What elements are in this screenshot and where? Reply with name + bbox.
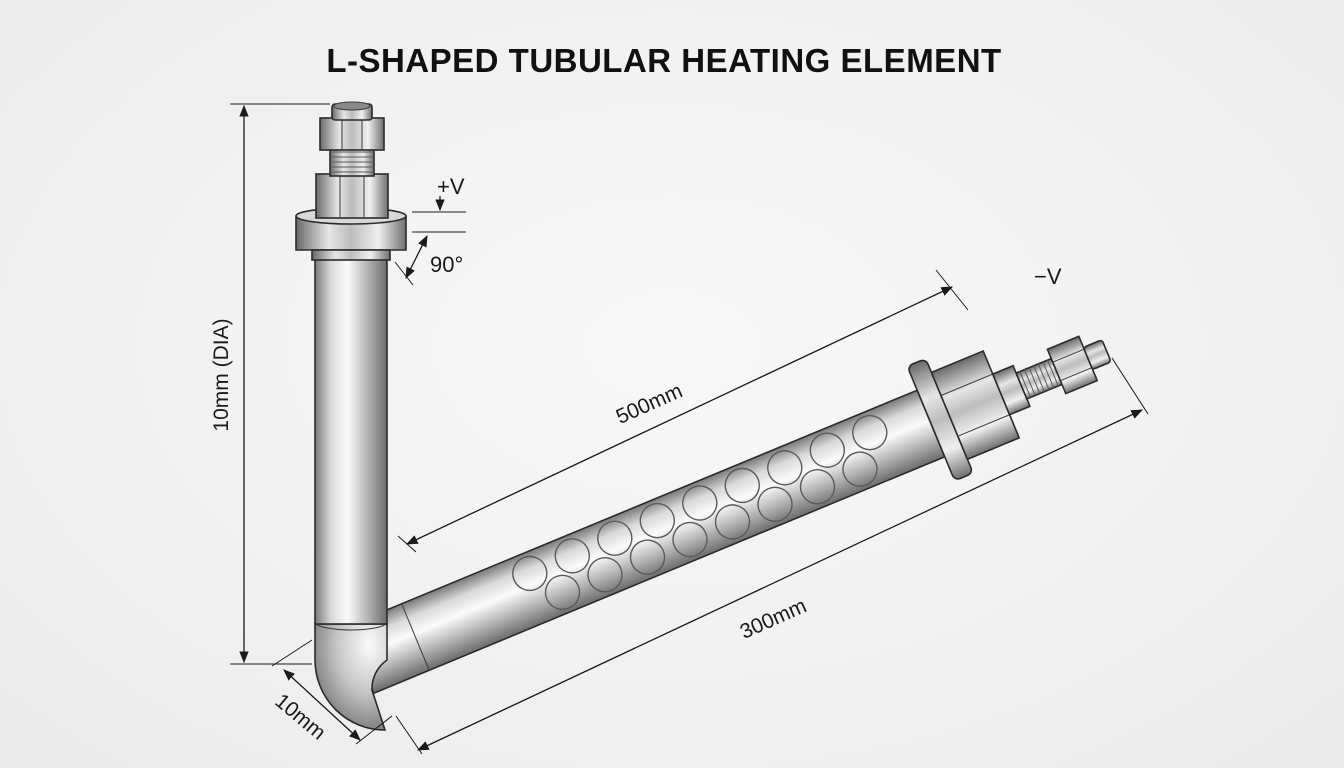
lower-length-dimension: 300mm [395,357,1149,755]
right-threads [1019,359,1059,398]
bend-width-label: 10mm [270,689,329,744]
vertical-dimension: 10mm (DIA) [210,103,330,665]
vertical-leg [295,101,407,625]
positive-terminal-annotation: +V [412,174,466,233]
angle-annotation: 90° [394,234,463,286]
horizontal-tube [345,389,946,695]
right-stud-tip [1083,339,1111,370]
vertical-tube [314,255,388,625]
bend-width-line [283,669,361,741]
positive-terminal-label: +V [437,174,465,199]
angle-label: 90° [430,252,463,277]
negative-terminal-label: −V [1034,264,1062,289]
lower-length-label: 300mm [737,594,810,643]
vertical-length-label: 10mm (DIA) [210,318,233,431]
horizontal-leg [345,335,1111,695]
bend-seam [314,621,388,631]
lower-length-line [416,409,1144,751]
top-threads [330,151,374,173]
diagram-title: L-SHAPED TUBULAR HEATING ELEMENT [326,42,1001,79]
top-end-nut [319,117,385,151]
top-hex-nut [315,173,389,219]
upper-length-label: 500mm [613,379,686,428]
